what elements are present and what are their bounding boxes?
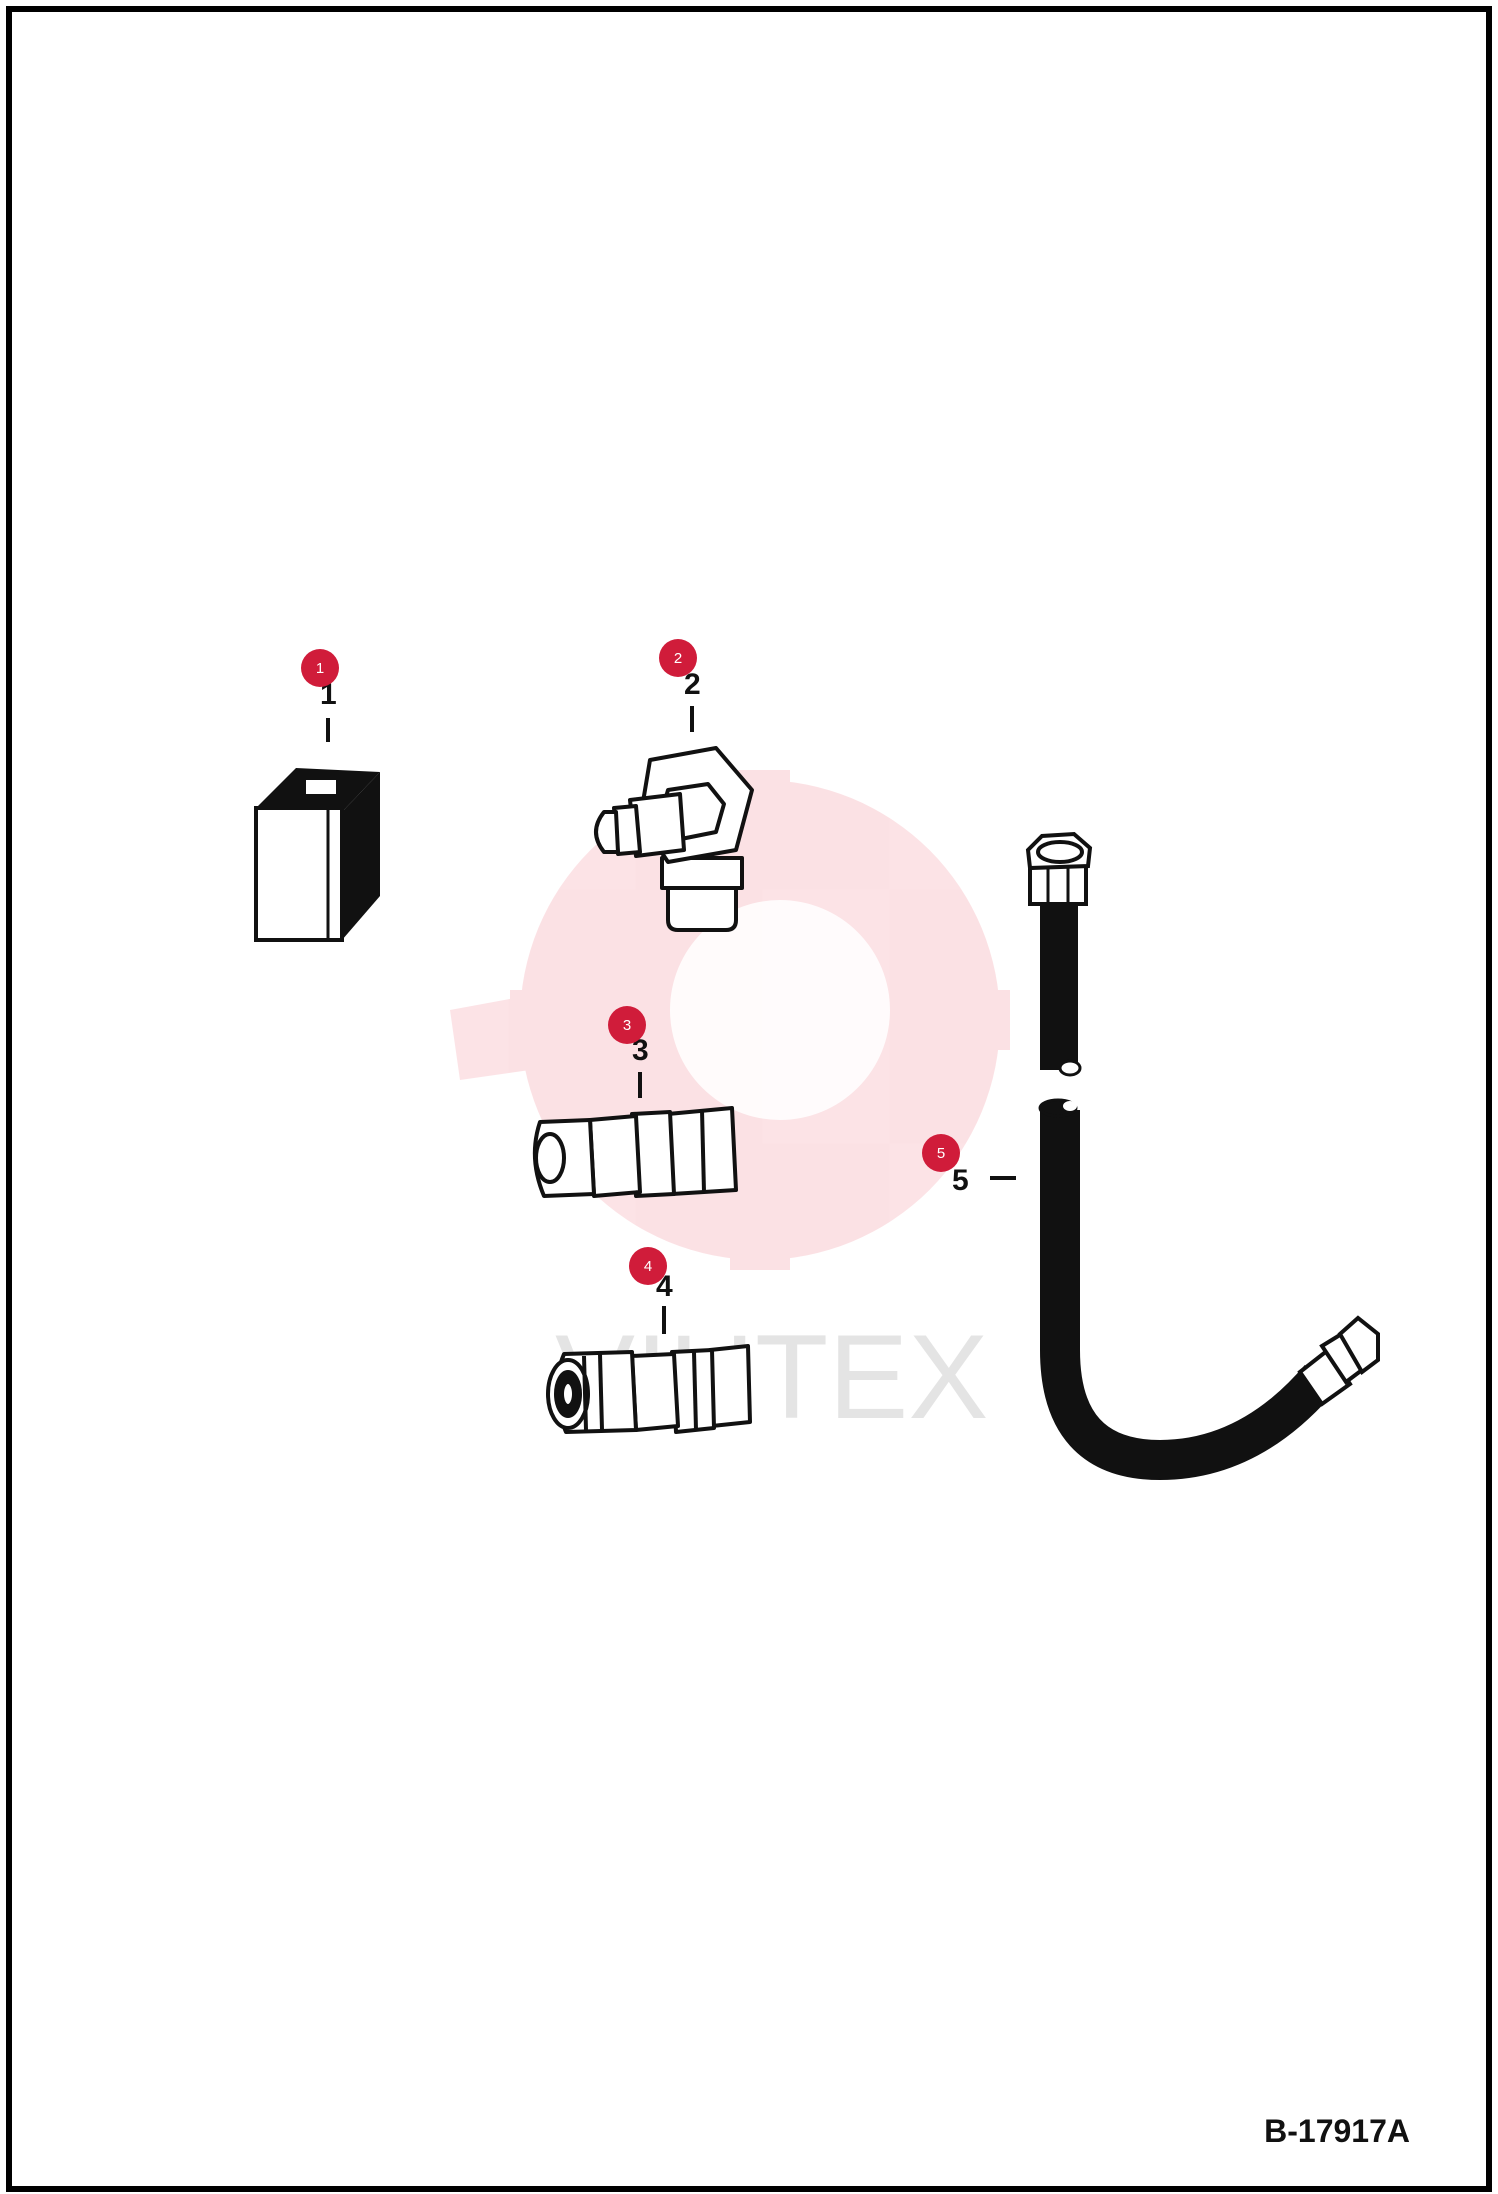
part-hotspot-1[interactable]: 1 <box>301 649 339 687</box>
part-2-elbow-fitting-drawing <box>594 746 754 932</box>
part-number-label: 5 <box>952 1164 969 1197</box>
part-number-label: 3 <box>632 1034 649 1067</box>
watermark-logo-hole <box>670 900 890 1120</box>
drawing-reference-number: B-17917A <box>1264 2113 1410 2149</box>
part-hotspot-4[interactable]: 4 <box>629 1247 667 1285</box>
part-4-female-coupler-drawing <box>546 1344 752 1434</box>
hotspot-label: 4 <box>644 1258 652 1275</box>
hotspot-label: 2 <box>674 650 682 667</box>
part-hotspot-2[interactable]: 2 <box>659 639 697 677</box>
part-5-hose-assembly-drawing <box>1025 831 1380 1481</box>
part-hotspot-5[interactable]: 5 <box>922 1134 960 1172</box>
part-hotspot-3[interactable]: 3 <box>608 1006 646 1044</box>
part-3-male-coupler-drawing <box>532 1106 738 1198</box>
part-1-cap-drawing <box>254 768 380 942</box>
hotspot-label: 5 <box>937 1145 945 1162</box>
hotspot-label: 1 <box>316 660 324 677</box>
part-number-label: 2 <box>684 668 701 701</box>
hotspot-label: 3 <box>623 1017 631 1034</box>
